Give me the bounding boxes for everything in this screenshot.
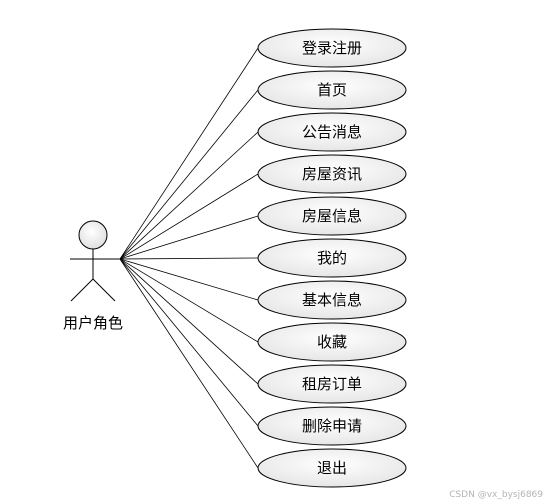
use-case-ellipse xyxy=(257,238,407,278)
use-case-ellipse xyxy=(257,196,407,236)
use-case-label: 房屋资讯 xyxy=(302,165,362,183)
use-case-ellipse xyxy=(257,364,407,404)
association-line xyxy=(119,258,259,385)
use-case-label: 房屋信息 xyxy=(302,207,362,225)
use-case-label: 我的 xyxy=(317,249,347,267)
use-case: 租房订单 xyxy=(257,364,407,404)
association-line xyxy=(119,173,259,260)
use-case: 房屋信息 xyxy=(257,196,407,236)
association-line xyxy=(119,47,259,260)
use-case-ellipse xyxy=(257,28,407,68)
actor-head xyxy=(78,220,108,250)
use-case: 首页 xyxy=(257,70,407,110)
use-case-ellipse xyxy=(257,70,407,110)
use-case-label: 首页 xyxy=(317,81,347,99)
use-case-ellipse xyxy=(257,448,407,488)
association-line xyxy=(119,89,259,260)
use-case-label: 退出 xyxy=(317,459,347,477)
use-case-label: 登录注册 xyxy=(302,39,362,57)
use-case-ellipse xyxy=(257,154,407,194)
use-case-label: 收藏 xyxy=(317,333,347,351)
use-case: 退出 xyxy=(257,448,407,488)
association-line xyxy=(119,257,259,260)
use-case: 我的 xyxy=(257,238,407,278)
watermark: CSDN @vx_bysj6869 xyxy=(449,490,543,500)
actor-right-leg xyxy=(92,278,116,302)
association-line xyxy=(119,258,259,343)
use-case-ellipse xyxy=(257,406,407,446)
use-case-ellipse xyxy=(257,322,407,362)
use-case: 登录注册 xyxy=(257,28,407,68)
association-line xyxy=(119,258,259,469)
use-case: 房屋资讯 xyxy=(257,154,407,194)
use-case: 删除申请 xyxy=(257,406,407,446)
use-case-ellipse xyxy=(257,280,407,320)
use-case-label: 基本信息 xyxy=(302,291,362,309)
use-case-label: 租房订单 xyxy=(302,375,362,393)
actor-left-leg xyxy=(70,278,94,302)
use-case: 基本信息 xyxy=(257,280,407,320)
association-line xyxy=(119,215,259,260)
use-case: 收藏 xyxy=(257,322,407,362)
association-line xyxy=(119,258,259,301)
actor-user-role: 用户角色 xyxy=(63,220,123,332)
use-case-ellipse xyxy=(257,112,407,152)
association-lines xyxy=(119,47,259,469)
use-case-label: 公告消息 xyxy=(302,123,362,141)
actor-label: 用户角色 xyxy=(63,314,123,332)
use-case: 公告消息 xyxy=(257,112,407,152)
association-line xyxy=(119,258,259,427)
use-case-label: 删除申请 xyxy=(302,417,362,435)
association-line xyxy=(119,131,259,260)
